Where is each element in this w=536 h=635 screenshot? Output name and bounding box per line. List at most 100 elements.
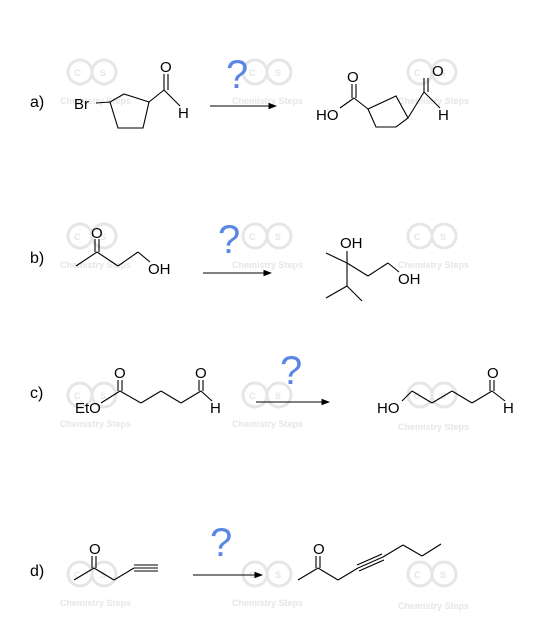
watermark-letter-c: C: [74, 391, 81, 401]
bromine-atom: Br: [74, 96, 89, 113]
watermark-text: Chemistry Steps: [60, 260, 131, 270]
c-c-bond: [96, 251, 119, 267]
watermark-letter-s: S: [275, 68, 281, 78]
c-c-bond: [73, 567, 95, 581]
c-h-bond: [491, 390, 506, 402]
product: HO O H: [377, 365, 514, 417]
oxygen-atom: O: [91, 225, 103, 242]
problem-d: d) O ? O: [30, 521, 442, 581]
c-c-bond: [119, 390, 142, 404]
question-mark: ?: [218, 218, 240, 262]
oxygen-atom: O: [195, 365, 207, 382]
problem-a: a) Br O H ? O H O: [30, 53, 449, 129]
alkyne-triple-bond: [358, 559, 385, 572]
c-methyl-bond: [325, 252, 348, 264]
c-c-bond: [297, 567, 319, 581]
question-mark: ?: [210, 521, 232, 565]
question-mark: ?: [226, 53, 248, 97]
oxygen-atom: O: [160, 59, 172, 76]
problem-label: c): [30, 385, 43, 402]
c-c-bond: [471, 390, 493, 404]
c-h-bond: [423, 91, 441, 109]
watermark-logo: C S Chemistry Steps: [60, 560, 131, 608]
hydrogen-atom: H: [210, 400, 221, 417]
watermark-logo: C S Chemistry Steps: [232, 222, 303, 270]
watermark-logo: C S Chemistry Steps: [398, 560, 469, 611]
hydrogen-atom: H: [438, 107, 449, 124]
ethoxy-group: EtO: [75, 400, 101, 417]
oxygen-atom: O: [89, 541, 101, 558]
c-c-bond: [451, 390, 473, 404]
c-c-bond: [346, 262, 369, 277]
watermark-letter-s: S: [100, 68, 106, 78]
starting-material: O: [73, 541, 158, 581]
c-c-bond: [421, 543, 442, 557]
watermark-letter-s: S: [440, 570, 446, 580]
c-c-bond: [93, 567, 115, 581]
watermark-letter-s: S: [440, 68, 446, 78]
c-c-bond: [402, 544, 423, 557]
problem-label: a): [30, 94, 44, 111]
c-c-bond: [140, 390, 162, 404]
c-br-bond: [95, 101, 111, 104]
watermark-letter-c: C: [414, 570, 421, 580]
watermark-letter-c: C: [414, 391, 421, 401]
c-c-bond: [407, 91, 425, 119]
hydroxyl-group: OH: [148, 261, 171, 278]
cyclopentane-ring: [367, 95, 409, 128]
watermark-letter-s: S: [440, 232, 446, 242]
watermark-text: Chemistry Steps: [60, 96, 131, 106]
problem-b: b) O OH ? OH OH: [30, 218, 421, 302]
watermark-letter-s: S: [275, 570, 281, 580]
c-c-bond: [180, 390, 202, 404]
c-c-bond: [113, 567, 135, 581]
watermark-group: C S Chemistry Steps C S Chemistry Steps …: [60, 58, 469, 611]
c-c-bond: [117, 251, 139, 267]
c-c-bond: [411, 390, 433, 404]
watermark-logo: C S Chemistry Steps: [232, 560, 303, 608]
hydrogen-atom: H: [178, 105, 189, 122]
product: O: [297, 541, 442, 581]
watermark-letter-c: C: [249, 68, 256, 78]
c-oh-bond: [387, 262, 400, 273]
watermark-letter-c: C: [414, 232, 421, 242]
watermark-text: Chemistry Steps: [60, 598, 131, 608]
watermark-letter-c: C: [249, 232, 256, 242]
watermark-letter-s: S: [275, 232, 281, 242]
watermark-logo: C S Chemistry Steps: [60, 58, 131, 106]
oxygen-atom: O: [347, 69, 359, 86]
hydroxyl-group: OH: [398, 271, 421, 288]
watermark-text: Chemistry Steps: [398, 422, 469, 432]
starting-material: O OH: [75, 225, 171, 278]
c-c-bond: [367, 262, 389, 277]
watermark-logo: C S Chemistry Steps: [398, 222, 469, 270]
watermark-logo: C S Chemistry Steps: [60, 222, 131, 270]
watermark-text: Chemistry Steps: [398, 260, 469, 270]
cyclopentane-ring: [109, 93, 150, 129]
c-c-bond: [317, 567, 339, 581]
product: O HO O H: [316, 63, 449, 128]
hydrogen-atom: H: [503, 400, 514, 417]
c-h-bond: [200, 390, 213, 402]
oxygen-atom: O: [432, 63, 444, 80]
watermark-text: Chemistry Steps: [232, 96, 303, 106]
problem-c: c) O O EtO H ? HO: [30, 349, 514, 417]
watermark-letter-s: S: [100, 391, 106, 401]
problem-label: d): [30, 563, 44, 580]
watermark-letter-s: S: [100, 570, 106, 580]
starting-material: O O EtO H: [75, 365, 221, 417]
watermark-letter-c: C: [74, 68, 81, 78]
starting-material: Br O H: [74, 59, 189, 129]
watermark-logo: C S Chemistry Steps: [232, 58, 303, 106]
watermark-text: Chemistry Steps: [232, 598, 303, 608]
problem-label: b): [30, 250, 44, 267]
watermark-letter-c: C: [74, 232, 81, 242]
question-mark: ?: [280, 349, 302, 393]
c-oh-bond: [401, 390, 413, 402]
c-oh-bond: [137, 251, 151, 263]
watermark-letter-c: C: [249, 391, 256, 401]
watermark-letter-c: C: [74, 570, 81, 580]
watermark-letter-c: C: [414, 68, 421, 78]
hydroxyl-group: HO: [377, 400, 400, 417]
watermark-text: Chemistry Steps: [60, 419, 131, 429]
